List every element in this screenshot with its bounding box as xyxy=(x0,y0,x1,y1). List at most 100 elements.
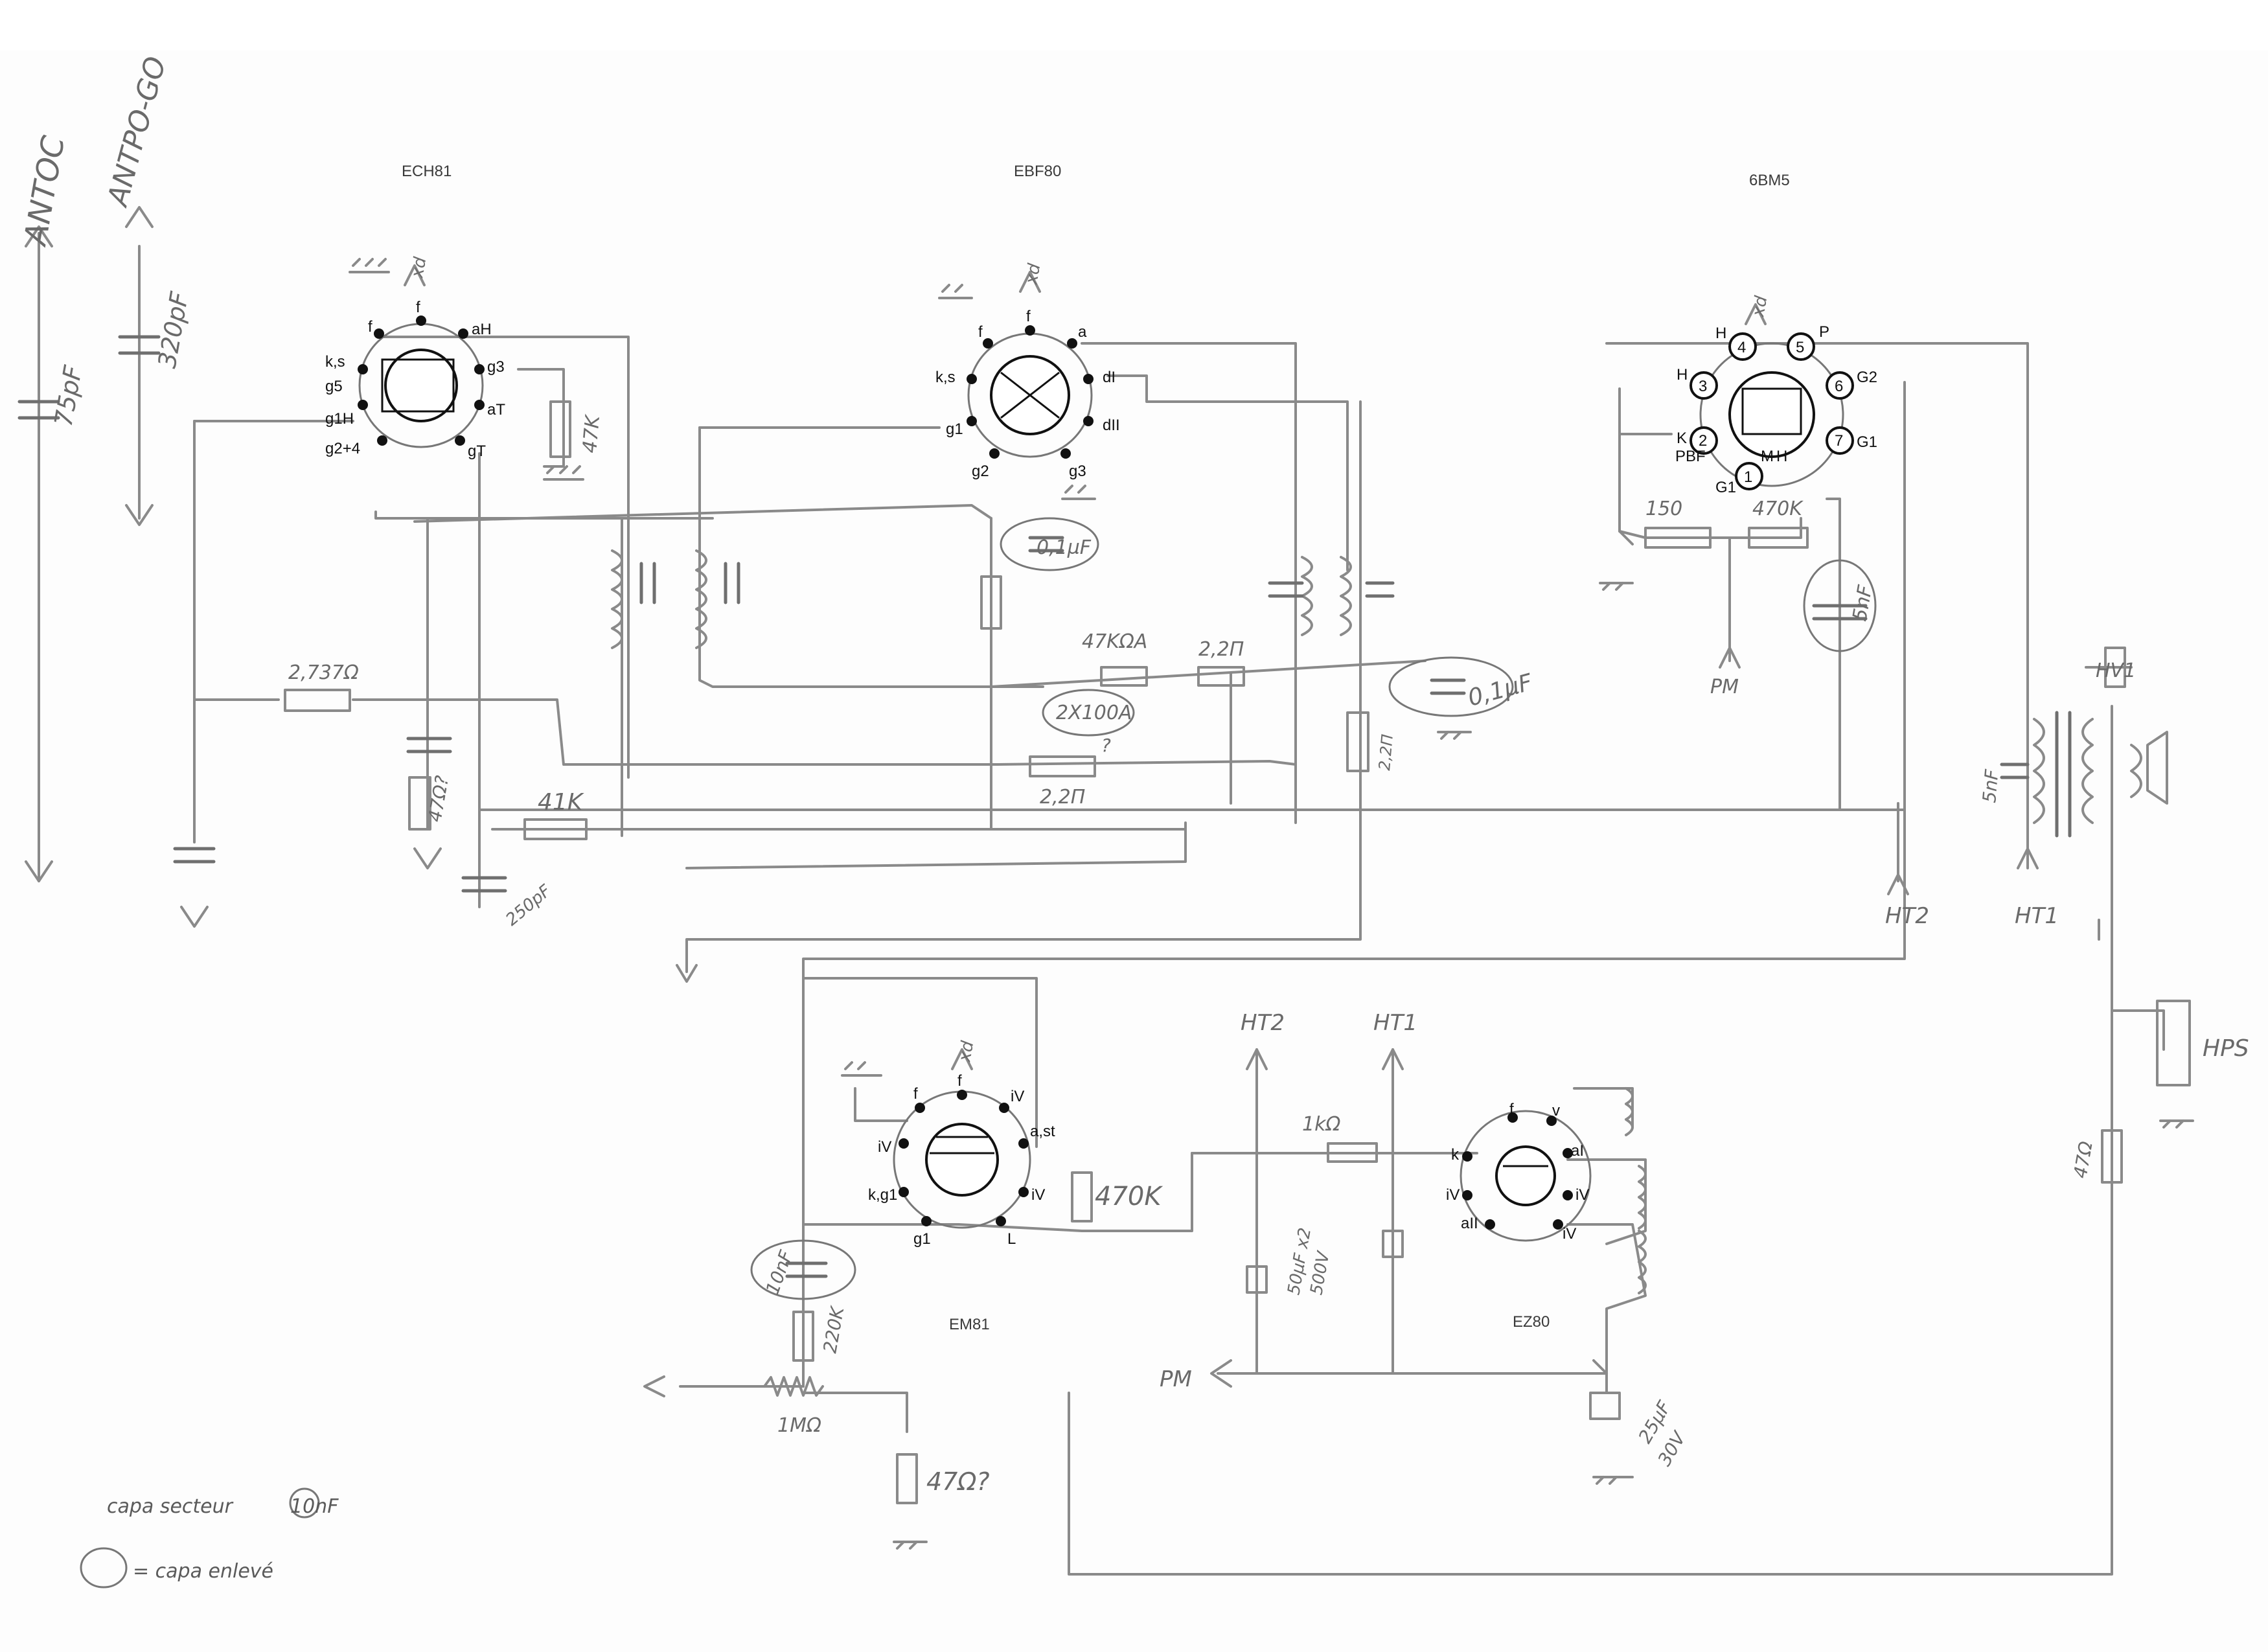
label-470k-6bm5: 470K xyxy=(1752,498,1804,520)
pin-label: f xyxy=(913,1085,918,1103)
label-antpo: ANTPO-GO xyxy=(101,53,173,211)
resistor-1k xyxy=(1327,1142,1378,1163)
speaker-switch xyxy=(2156,1000,2191,1086)
if-transformer-1 xyxy=(611,549,740,649)
pin-label: 3 xyxy=(1699,378,1707,395)
capacitor-ech xyxy=(406,737,452,753)
pin-label: 7 xyxy=(1835,432,1843,450)
removed-cap-markers xyxy=(80,517,1877,1589)
pin-label: g2+4 xyxy=(325,440,360,457)
labels: ANTOC ANTPO-GO 75pF 320pF 47K 2,737Ω 47Ω… xyxy=(17,53,2249,1496)
pin-label: k xyxy=(1451,1146,1460,1164)
pin-label: g5 xyxy=(325,378,343,395)
pin-label: 6 xyxy=(1835,378,1843,395)
pin-label: iV xyxy=(1575,1186,1589,1204)
label-xd-ebf80: xd xyxy=(1022,262,1044,286)
resistor-41k xyxy=(523,818,588,840)
resistor-150 xyxy=(1644,527,1712,549)
label-ht1-psu: HT1 xyxy=(1373,1010,1417,1036)
pin-label: f xyxy=(1509,1101,1514,1118)
tube-name-em81: EM81 xyxy=(949,1316,990,1333)
terminals xyxy=(25,206,2039,1397)
pin-label: f xyxy=(1026,308,1031,325)
capacitor-50uf-a xyxy=(1246,1265,1268,1294)
pin-label: f xyxy=(978,323,983,341)
capacitor-250pf xyxy=(461,876,507,893)
resistor-ebf-vertical xyxy=(980,575,1002,630)
resistor-220k xyxy=(792,1311,814,1362)
pin-label: iV xyxy=(1563,1225,1576,1243)
pin-label: P xyxy=(1819,323,1829,341)
label-01uf-ebf: 0,1µF xyxy=(1037,536,1092,559)
capacitor-10nf-em81 xyxy=(785,1261,828,1278)
capacitor-320pf xyxy=(118,335,161,355)
capacitor-01uf-mid xyxy=(1430,678,1466,695)
pin-label: f xyxy=(957,1072,962,1090)
label-500v: 500V xyxy=(1307,1248,1334,1296)
pin-label: 1 xyxy=(1744,468,1752,486)
pin-label: g1H xyxy=(325,410,354,428)
pin-label: iV xyxy=(1446,1186,1460,1204)
label-xd-em81: xd xyxy=(955,1039,978,1064)
label-41k: 41K xyxy=(538,789,584,816)
label-470k-em81: 470K xyxy=(1095,1182,1163,1211)
label-320pf: 320pF xyxy=(153,289,194,370)
resistor-22-top xyxy=(1197,666,1245,687)
tube-name-ez80: EZ80 xyxy=(1513,1313,1550,1331)
label-22-top: 2,2Π xyxy=(1198,638,1244,661)
pin-label: v xyxy=(1552,1102,1560,1119)
note-legend: = capa enlevé xyxy=(133,1560,273,1583)
tube-em81: EM81 f f iV iV a,st k,g1 iV g1 L xyxy=(868,1072,1055,1333)
resistor-470k-em81 xyxy=(1071,1171,1093,1222)
notes: capa secteur 10nF = capa enlevé xyxy=(107,1495,339,1583)
label-question: ? xyxy=(1101,735,1111,756)
grounds xyxy=(349,258,2194,1550)
resistor-47k xyxy=(549,400,571,458)
pin-label: g3 xyxy=(1069,463,1086,480)
heater-winding xyxy=(1625,1087,1634,1136)
label-pm-6bm5: PM xyxy=(1710,676,1739,698)
tube-ech81: ECH81 f f aH k,s g5 g3 g1H aT g2+4 gT xyxy=(325,163,505,460)
resistor-47 xyxy=(408,776,431,831)
secondary-winding-a xyxy=(1638,1165,1647,1230)
label-antoc: ANTOC xyxy=(17,133,72,249)
label-22-bottom: 2,2Π xyxy=(1040,786,1085,809)
pin-label: PBF xyxy=(1675,448,1706,465)
pin-label: 2 xyxy=(1699,432,1707,450)
pin-label: f xyxy=(416,299,420,316)
components xyxy=(17,335,2191,1504)
label-pm-psu: PM xyxy=(1160,1366,1192,1392)
label-47k: 47K xyxy=(578,413,604,454)
secondary-winding-b xyxy=(1638,1230,1647,1294)
label-01uf-mid: 0,1µF xyxy=(1465,669,1536,712)
label-2x100: 2X100A xyxy=(1056,702,1132,724)
resistor-470k-6bm5 xyxy=(1748,527,1809,549)
pin-label: k,g1 xyxy=(868,1186,897,1204)
pin-label: g1 xyxy=(946,420,963,438)
capacitor-left xyxy=(173,847,216,864)
label-5nf-output: 5nF xyxy=(1978,768,2002,803)
pin-label: f xyxy=(368,318,372,336)
label-150: 150 xyxy=(1645,498,1682,520)
pin-label: L xyxy=(1007,1230,1016,1248)
resistor-47kra xyxy=(1100,666,1148,687)
pin-label: G1 xyxy=(1857,433,1877,451)
pin-label: 4 xyxy=(1737,339,1746,356)
note-capa-secteur-value: 10nF xyxy=(290,1495,339,1518)
note-capa-secteur: capa secteur xyxy=(107,1495,234,1518)
tube-6bm5: 6BM5 H 4 5 P H 3 6 G2 K 2 7 G1 PBF G1 1 … xyxy=(1675,172,1877,496)
label-250pf: 250pF xyxy=(502,881,555,930)
label-10nf-em81: 10nF xyxy=(762,1247,797,1297)
pin-label: iV xyxy=(1011,1088,1024,1105)
tube-name-ech81: ECH81 xyxy=(402,163,452,180)
label-hv1: HV1 xyxy=(2096,660,2136,682)
resistor-47-bottom xyxy=(896,1453,918,1504)
label-hps: HPS xyxy=(2203,1035,2249,1062)
label-ht2-right: HT2 xyxy=(1885,903,1929,929)
tube-ez80: EZ80 k f v aI iV iV aII iV xyxy=(1446,1101,1592,1331)
label-1m: 1MΩ xyxy=(777,1414,821,1437)
resistor-22-vertical xyxy=(1346,711,1369,772)
pin-label: k,s xyxy=(325,353,345,371)
label-2737: 2,737Ω xyxy=(288,661,359,684)
